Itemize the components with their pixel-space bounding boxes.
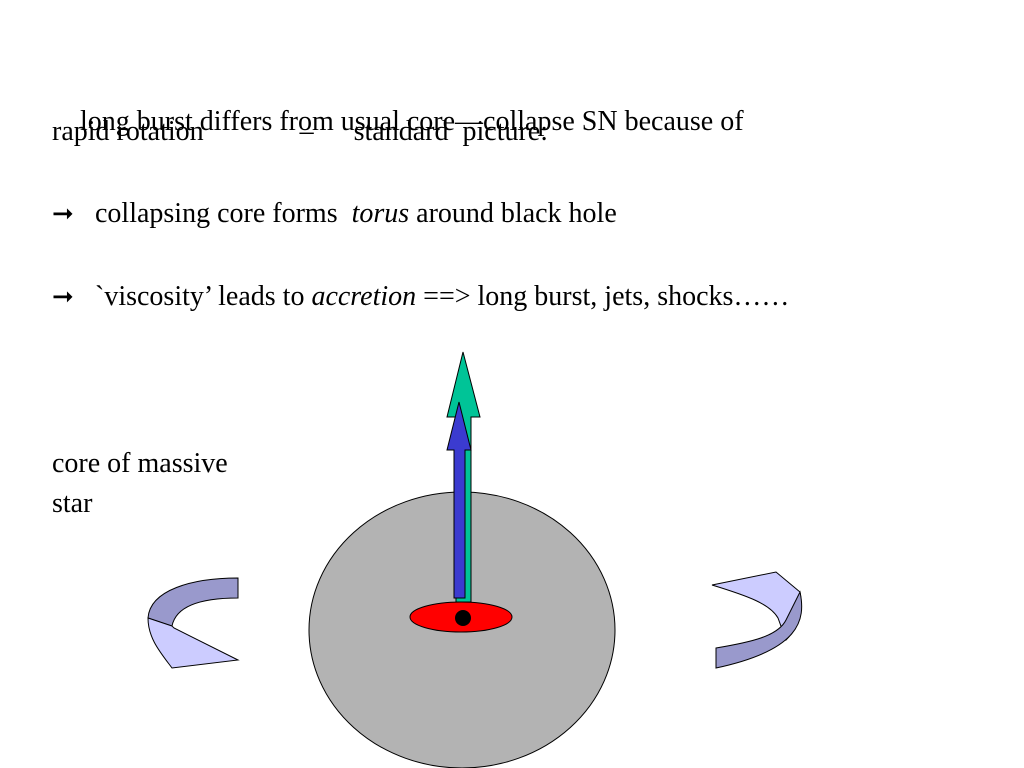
bullet-accretion-text-b: ==> long burst, jets, shocks…… [416, 281, 790, 312]
bullet-torus-text-b: around black hole [409, 198, 617, 229]
intro-text-2a: rapid rotation [52, 116, 204, 147]
bullet-accretion-emphasis: accretion [311, 281, 417, 312]
right-arrow-icon: ➞ [52, 282, 74, 312]
bullet-accretion-text-a: `viscosity’ leads to [88, 281, 312, 312]
rotation-arrow-right [711, 571, 803, 669]
intro-text-2c: standard picture: [353, 116, 548, 147]
bullet-torus-emphasis: torus [351, 198, 410, 229]
rotation-arrow-left [147, 577, 240, 669]
core-label-line-2: star [52, 488, 93, 519]
intro-dash: – [299, 116, 314, 147]
bullet-torus: ➞ collapsing core forms torus around bla… [52, 198, 617, 230]
intro-line-2: rapid rotation – standard picture: [52, 116, 548, 148]
core-label-line-1: core of massive [52, 448, 228, 479]
bullet-accretion: ➞ `viscosity’ leads to accretion ==> lon… [52, 281, 789, 313]
black-hole [455, 610, 471, 626]
bullet-torus-text-a: collapsing core forms [88, 198, 352, 229]
intro-text-1: long burst differs from usual core—colla… [80, 106, 744, 137]
core-label: core of massive star [52, 444, 228, 524]
intro-line-1: long burst differs from usual core—colla… [52, 74, 744, 170]
jet-arrow-inner [446, 401, 472, 599]
right-arrow-icon: ➞ [52, 199, 74, 229]
